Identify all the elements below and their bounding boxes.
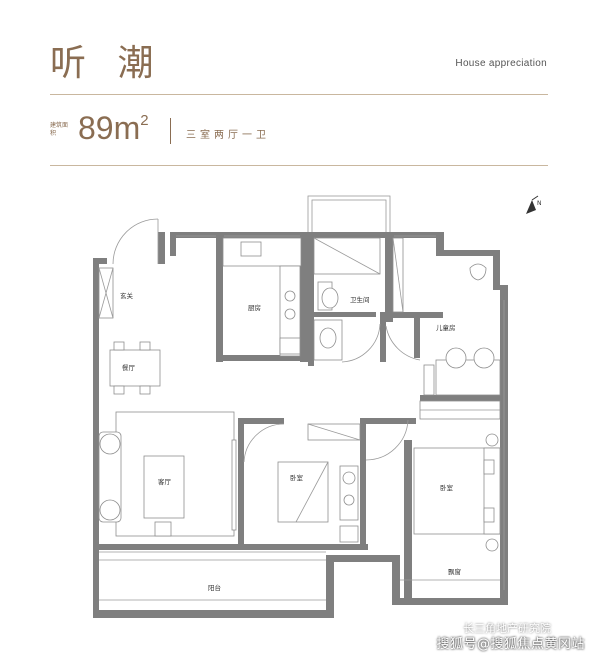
watermark-top: 长三角地产研究院 [463, 622, 551, 635]
compass-icon: N [526, 195, 542, 214]
room-label-bay-window: 飘窗 [448, 567, 461, 576]
room-label-bathroom: 卫生间 [350, 295, 370, 304]
top-divider [50, 94, 548, 95]
room-label-bedroom-small: 卧室 [290, 473, 304, 482]
kids-room-furniture [385, 237, 501, 396]
shoe-cabinet [98, 267, 114, 319]
windows [99, 235, 505, 601]
area-separator [170, 118, 171, 144]
room-label-bedroom-master: 卧室 [440, 483, 454, 492]
room-label-living: 客厅 [158, 477, 172, 486]
room-label-balcony: 阳台 [208, 583, 221, 592]
dining-set [109, 341, 161, 395]
page-subtitle: House appreciation [455, 58, 547, 69]
room-label-dining: 餐厅 [122, 363, 136, 372]
watermark: 搜狐号@搜狐焦点黄冈站 [436, 637, 585, 652]
area-label: 建筑面积 [50, 122, 69, 137]
kitchen-fixtures [222, 237, 302, 357]
hall-wardrobe [419, 400, 501, 420]
interior-walls [99, 238, 500, 605]
svg-text:N: N [537, 200, 542, 207]
room-label-kitchen: 厨房 [248, 303, 261, 312]
page-title: 听 潮 [50, 43, 164, 84]
living-furniture [98, 411, 237, 537]
entry-door [112, 218, 159, 265]
small-bedroom-furniture [243, 423, 361, 543]
master-bedroom-furniture [365, 419, 501, 552]
room-label-entry: 玄关 [120, 291, 134, 300]
bathroom-fixtures [313, 237, 381, 363]
area-value: 89m2 [78, 110, 149, 146]
top-balcony [307, 195, 391, 235]
bottom-divider [50, 165, 548, 166]
room-label-kids-room: 儿童房 [436, 323, 456, 332]
layout-description: 三室两厅一卫 [186, 130, 270, 141]
